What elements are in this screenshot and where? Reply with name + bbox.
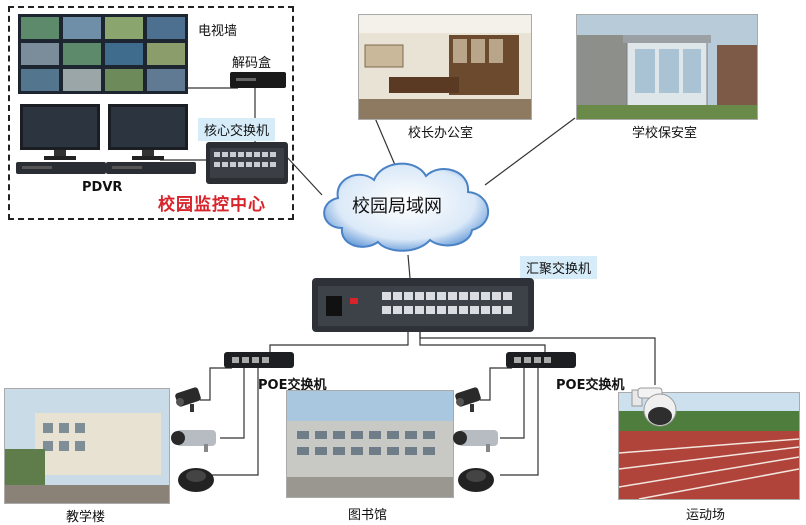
decoder-label: 解码盒 [232,56,272,71]
teaching-building-label: 教学楼 [66,510,106,525]
video-wall-label: 电视墙 [198,24,238,39]
pdvr-label: PDVR [82,180,123,195]
monitoring-center-title: 校园监控中心 [158,195,266,215]
decoder-box-icon [230,72,286,88]
aggregation-switch-icon [312,278,534,332]
monitoring-center-box [8,6,294,220]
security-room-label: 学校保安室 [632,126,698,141]
security-room-photo [576,14,758,120]
poe-switch-icon [224,352,294,368]
bullet-camera-icon [175,387,201,412]
core-switch-icon [206,142,288,184]
poe-switch-label: POE交换机 [258,378,327,393]
core-switch-label: 核心交换机 [198,118,276,141]
principal-office-photo [358,14,532,120]
monitor-icon [108,104,188,160]
box-camera-icon [453,430,498,452]
video-wall-icon [18,14,188,94]
speed-dome-camera-icon [631,387,677,427]
library-photo [286,390,454,498]
teaching-building-photo [4,388,170,504]
principal-office-label: 校长办公室 [408,126,474,141]
bullet-camera-icon [455,387,481,412]
lan-cloud-label: 校园局域网 [352,196,442,217]
poe-switch-label: POE交换机 [556,378,625,393]
pdvr-device-icon [16,162,106,174]
dome-camera-icon [178,468,214,492]
library-label: 图书馆 [348,508,388,523]
box-camera-icon [171,430,216,452]
lan-cloud-icon [323,162,490,252]
pdvr-device-icon [106,162,196,174]
sports-field-label: 运动场 [686,508,726,523]
monitor-icon [20,104,100,160]
dome-camera-icon [458,468,494,492]
sports-field-photo [618,392,800,500]
aggregation-switch-label: 汇聚交换机 [520,256,598,279]
poe-switch-icon [506,352,576,368]
